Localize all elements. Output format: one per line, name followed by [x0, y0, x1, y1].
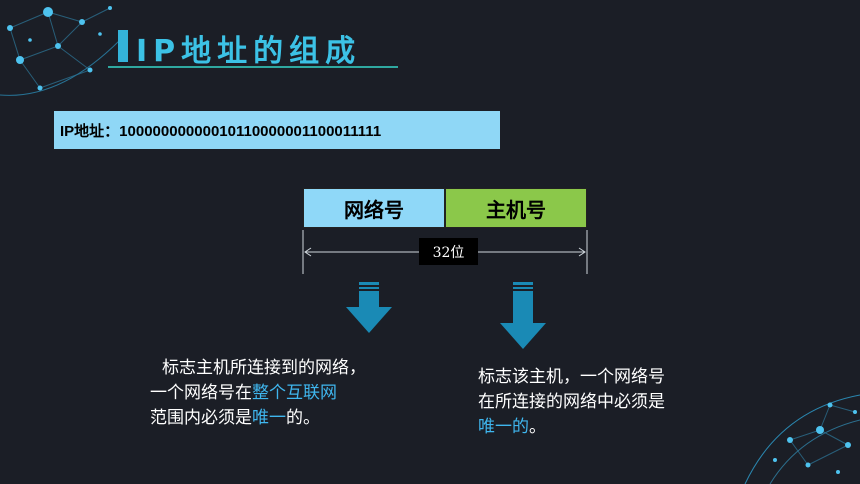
ip-address-box: IP地址：10000000000010110000001100011111 — [54, 111, 500, 149]
network-desc-highlight-unique: 唯一 — [252, 408, 286, 428]
bit-length-label: 32位 — [419, 238, 478, 265]
network-number-description: 标志主机所连接到的网络， 一个网络号在整个互联网 范围内必须是唯一的。 — [150, 356, 366, 431]
network-desc-line3: 范围内必须是唯一的。 — [150, 408, 320, 428]
host-desc-line3: 唯一的。 — [478, 417, 546, 437]
host-number-label: 主机号 — [486, 197, 546, 222]
page-title: IP地址的组成 — [136, 34, 362, 69]
host-number-description: 标志该主机，一个网络号 在所连接的网络中必须是 唯一的。 — [478, 365, 665, 440]
network-decoration-top-left — [0, 6, 121, 96]
host-desc-highlight-unique: 唯一的 — [478, 417, 529, 437]
host-desc-line1: 标志该主机，一个网络号 — [478, 367, 665, 387]
host-number-segment: 主机号 — [445, 188, 587, 228]
host-desc-line2: 在所连接的网络中必须是 — [478, 392, 665, 412]
network-number-label: 网络号 — [344, 197, 404, 222]
title-underline — [108, 66, 398, 68]
host-down-arrow-icon — [500, 282, 546, 349]
network-desc-line1: 标志主机所连接到的网络， — [162, 358, 366, 378]
title-accent-bar — [118, 30, 128, 62]
network-number-segment: 网络号 — [303, 188, 445, 228]
network-down-arrow-icon — [346, 282, 392, 333]
network-decoration-bottom-right — [744, 394, 860, 484]
network-desc-highlight-internet: 整个互联网 — [252, 383, 337, 403]
network-desc-line2: 一个网络号在整个互联网 — [150, 383, 337, 403]
